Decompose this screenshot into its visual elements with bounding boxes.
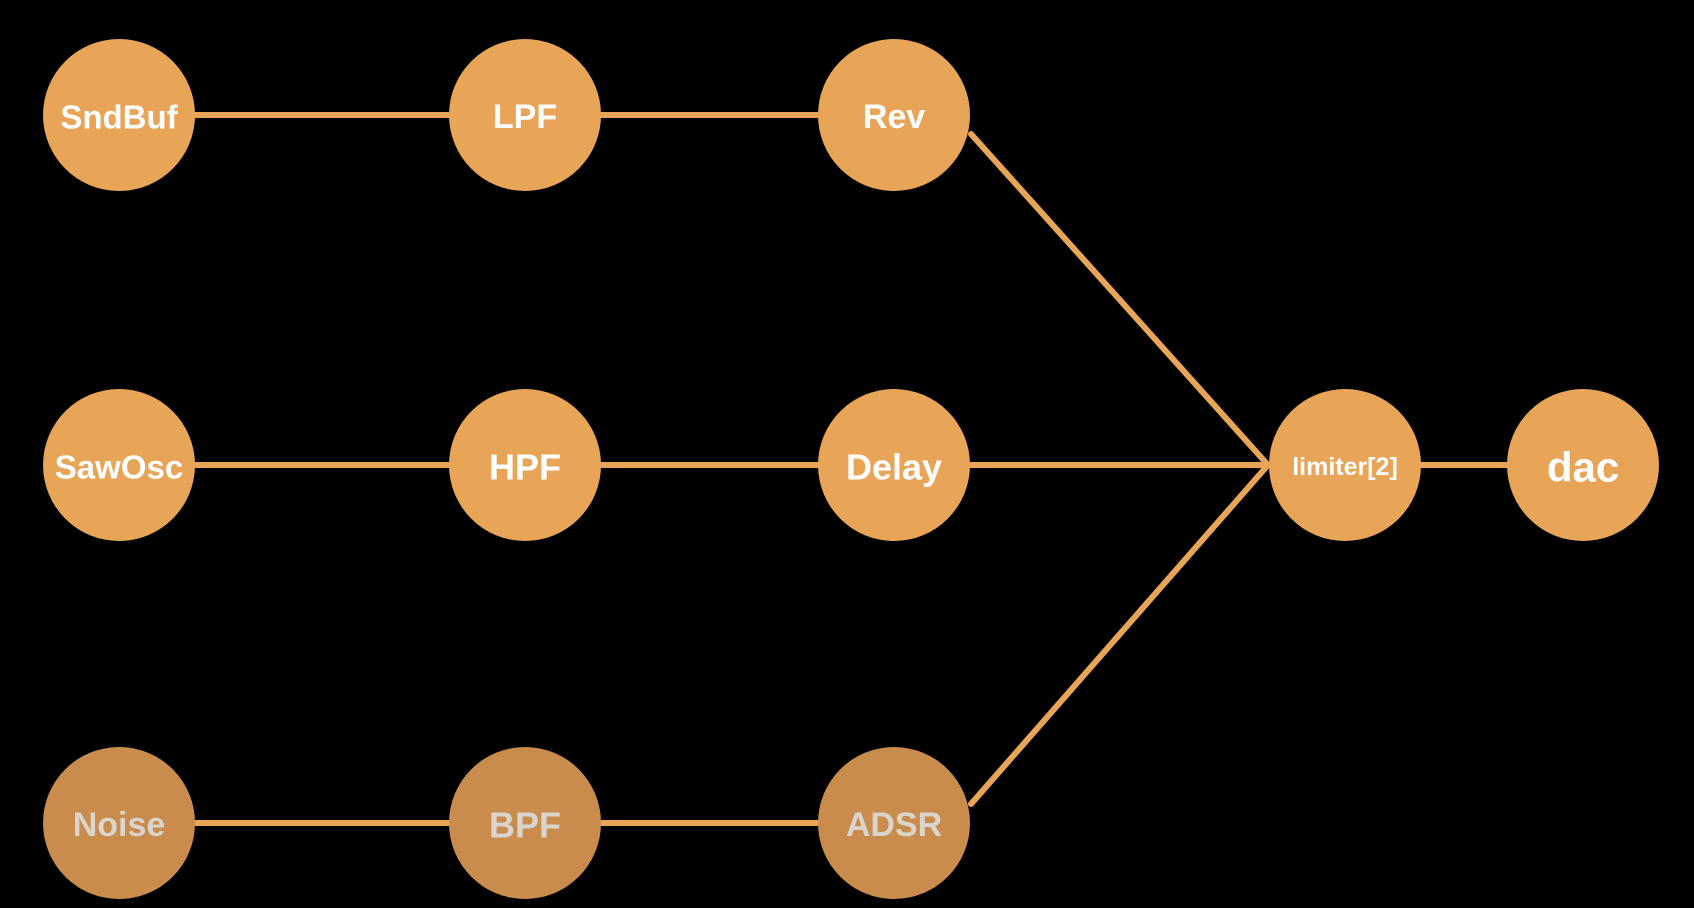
node-dac-label: dac — [1547, 444, 1619, 491]
node-sndbuf-circle — [43, 39, 195, 191]
node-rev-circle — [818, 39, 970, 191]
node-sawosc: SawOsc — [43, 389, 195, 541]
node-noise-label: Noise — [73, 806, 166, 844]
node-limiter-circle — [1269, 389, 1421, 541]
node-dac-circle — [1507, 389, 1659, 541]
node-sawosc-label: SawOsc — [55, 449, 183, 486]
node-bpf: BPF — [449, 747, 601, 899]
wire-adsr-to-limiter — [968, 462, 1271, 807]
wire-rev-to-limiter — [968, 131, 1271, 468]
node-adsr-label: ADSR — [846, 806, 942, 844]
node-adsr: ADSR — [818, 747, 970, 899]
node-delay: Delay — [818, 389, 970, 541]
node-bpf-circle — [449, 747, 601, 899]
node-sndbuf: SndBuf — [43, 39, 195, 191]
node-rev-label: Rev — [863, 98, 925, 136]
node-delay-circle — [818, 389, 970, 541]
node-lpf-label: LPF — [493, 98, 557, 136]
node-delay-label: Delay — [846, 447, 942, 488]
node-sawosc-circle — [43, 389, 195, 541]
node-limiter-label: limiter[2] — [1292, 453, 1398, 481]
node-noise-circle — [43, 747, 195, 899]
node-sndbuf-label: SndBuf — [60, 99, 178, 136]
node-lpf-circle — [449, 39, 601, 191]
node-limiter: limiter[2] — [1269, 389, 1421, 541]
node-noise: Noise — [43, 747, 195, 899]
node-adsr-circle — [818, 747, 970, 899]
node-rev: Rev — [818, 39, 970, 191]
connections — [192, 112, 1510, 826]
node-hpf-circle — [449, 389, 601, 541]
node-lpf: LPF — [449, 39, 601, 191]
node-dac: dac — [1507, 389, 1659, 541]
node-bpf-label: BPF — [489, 805, 561, 846]
node-hpf-label: HPF — [489, 447, 561, 488]
node-hpf: HPF — [449, 389, 601, 541]
